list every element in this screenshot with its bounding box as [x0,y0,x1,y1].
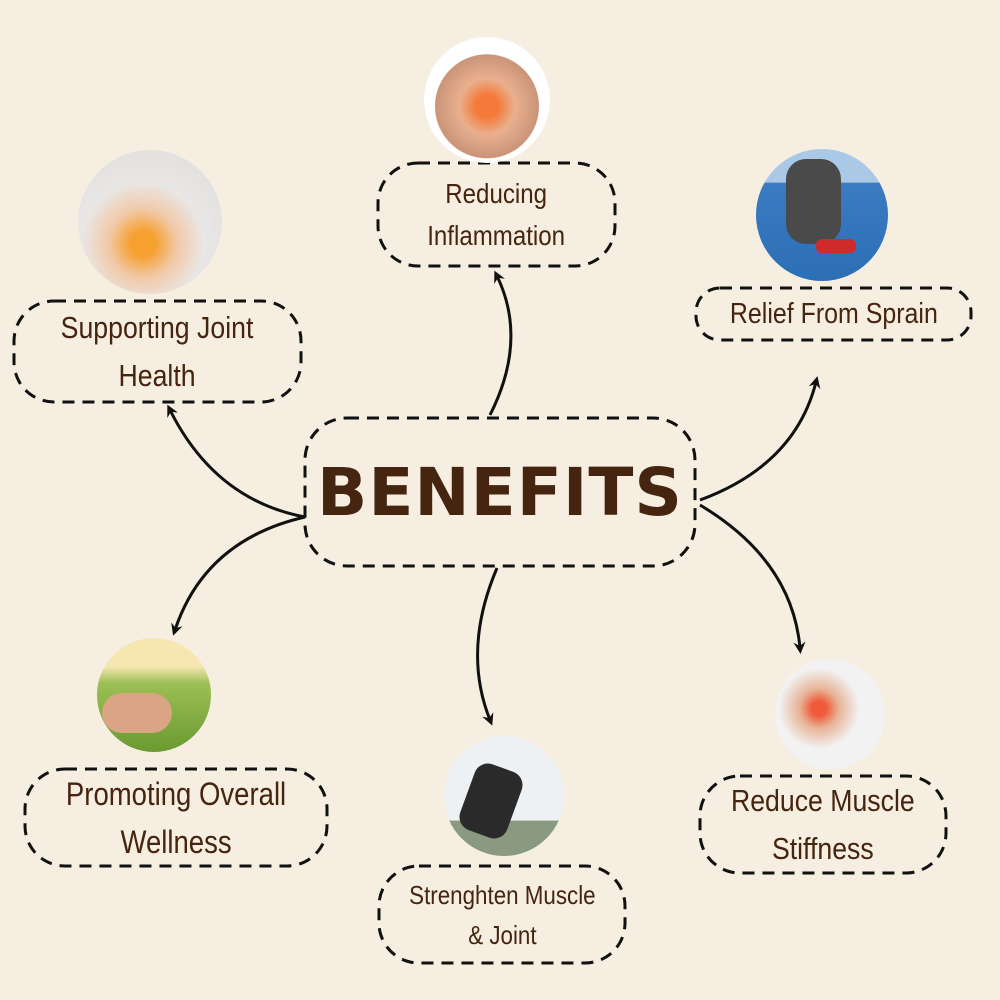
arrow-to-inflammation [488,270,513,416]
box-border-stiffness [698,774,948,875]
benefit-label-inflammation: Reducing Inflammation [378,163,615,266]
box-border-sprain [694,286,973,342]
center-title: BENEFITS [317,453,683,531]
arrow-to-stiffness [699,503,806,654]
benefit-label-wellness: Promoting Overall Wellness [25,769,327,866]
arrow-to-joint-health [167,404,306,519]
benefit-label-strengthen: Strenghten Muscle & Joint [379,866,625,963]
meditation-photo [97,638,211,752]
arrow-to-wellness [171,515,306,636]
benefit-label-joint-health: Supporting Joint Health [14,301,301,402]
elbow-pain-photo [78,150,222,294]
arrow-to-sprain [699,376,821,502]
benefit-text: Promoting Overall Wellness [65,775,287,860]
ankle-sprain-photo [756,149,888,281]
center-box-border [303,416,697,568]
box-border-inflammation [376,161,617,268]
benefit-text: Strenghten Muscle & Joint [408,879,596,950]
knee-inflammation-photo [424,37,550,163]
benefit-label-stiffness: Reduce Muscle Stiffness [700,776,946,873]
benefit-text: Reduce Muscle Stiffness [731,782,915,866]
benefit-text: Relief From Sprain [729,298,938,330]
stretching-photo [444,736,564,856]
box-border-wellness [23,767,329,868]
neck-pain-photo [775,659,885,769]
benefit-text: Supporting Joint Health [61,309,254,393]
benefit-label-sprain: Relief From Sprain [696,288,971,340]
benefit-text: Reducing Inflammation [427,177,566,251]
box-border-strengthen [377,864,627,965]
box-border-joint-health [12,299,303,404]
arrow-to-strengthen [476,567,499,726]
